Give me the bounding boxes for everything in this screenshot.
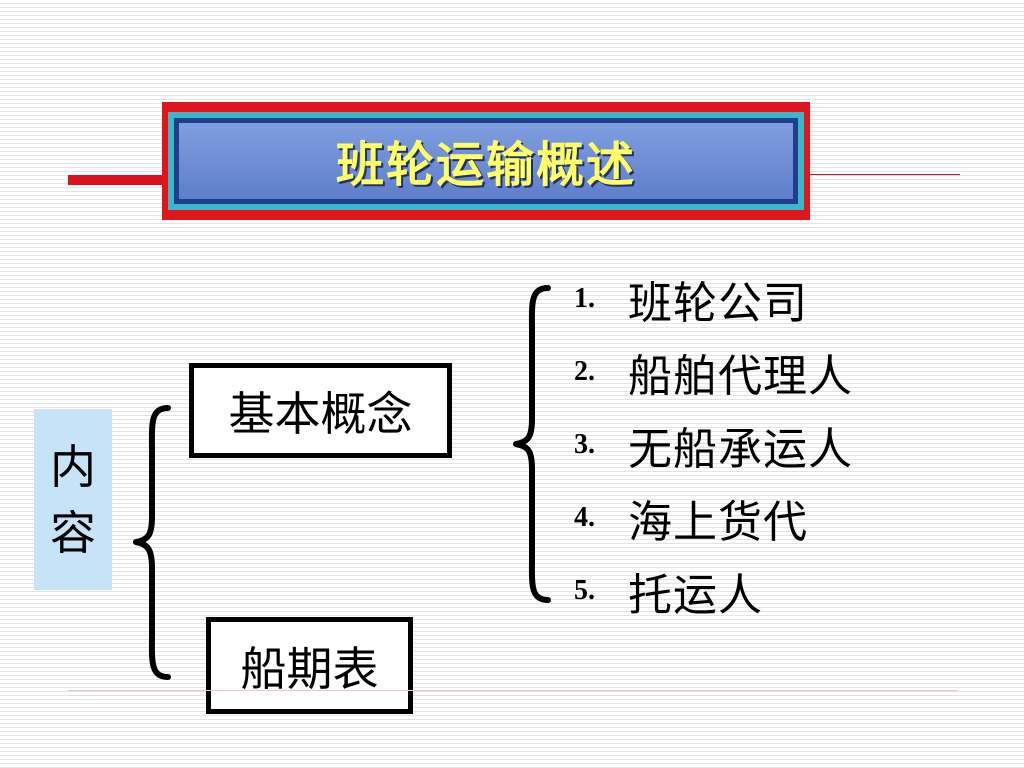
basic-concepts-box: 基本概念 [189, 363, 452, 458]
list-item-number: 2. [574, 355, 595, 387]
right-brace-icon [513, 285, 551, 603]
list-item-text: 海上货代 [628, 496, 808, 548]
content-label-char-1: 内 [50, 439, 96, 494]
bottom-divider [68, 690, 958, 691]
title-right-rule [810, 174, 960, 175]
list-item-text: 船舶代理人 [628, 350, 853, 402]
list-item-number: 4. [574, 501, 595, 533]
list-item: 1. 班轮公司 [574, 262, 853, 335]
list-item-number: 5. [574, 574, 595, 606]
list-item: 5. 托运人 [574, 554, 853, 627]
title-banner-core: 班轮运输概述 [174, 118, 798, 204]
basic-concepts-label: 基本概念 [228, 386, 413, 441]
ship-schedule-box: 船期表 [206, 617, 413, 714]
title-banner: 班轮运输概述 [162, 102, 810, 220]
list-item-text: 托运人 [628, 569, 763, 621]
list-item-text: 班轮公司 [628, 277, 808, 329]
content-label-char-2: 容 [50, 505, 96, 560]
list-item-number: 3. [574, 428, 595, 460]
list-item-number: 1. [574, 282, 595, 314]
list-item-text: 无船承运人 [628, 423, 853, 475]
list-item: 4. 海上货代 [574, 481, 853, 554]
slide-title: 班轮运输概述 [335, 137, 636, 193]
list-item: 3. 无船承运人 [574, 408, 853, 481]
content-label: 内 容 [34, 409, 112, 590]
ship-schedule-label: 船期表 [240, 641, 379, 696]
title-banner-inner: 班轮运输概述 [168, 112, 804, 210]
list-item: 2. 船舶代理人 [574, 335, 853, 408]
left-brace-icon [133, 405, 171, 680]
concept-list: 1. 班轮公司 2. 船舶代理人 3. 无船承运人 4. 海上货代 5. 托运人 [574, 262, 853, 627]
title-left-rule [68, 175, 168, 185]
